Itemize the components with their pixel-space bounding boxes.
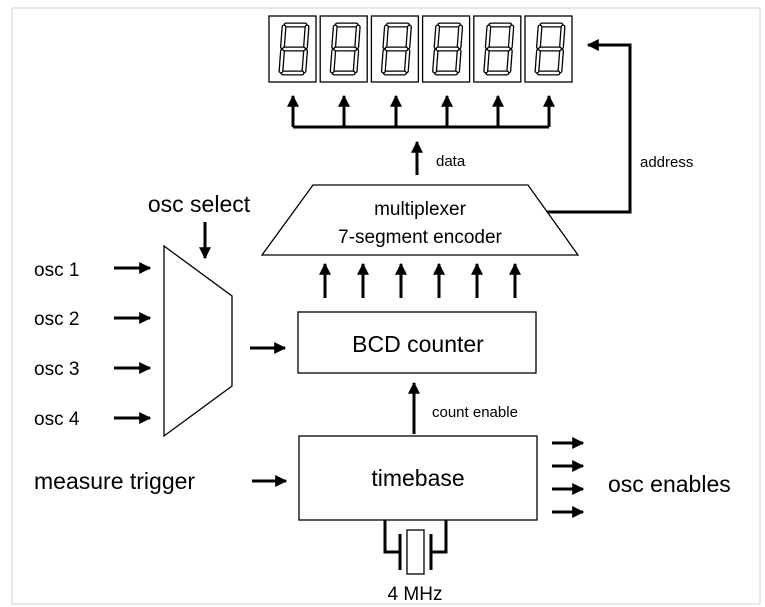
data-bus: data [287,94,555,175]
crystal-body [406,529,425,575]
segment-c-inner [405,49,410,73]
segment-f-inner [434,25,439,49]
osc-3-label: osc 3 [34,359,79,380]
segment-c-inner [354,49,358,73]
segment-c-inner [558,49,563,73]
data-label: data [436,153,466,170]
segment-f-inner [383,25,388,49]
digit-6 [524,15,573,83]
oscillator-inputs: osc 1 osc 2 osc 3 osc 4 [34,260,152,430]
timebase-label: timebase [371,465,464,491]
segment-f-inner [486,25,490,49]
address-line [546,39,632,214]
multiplexer-shape [260,184,580,256]
segment-e-inner [382,49,387,73]
bcd-counter-block: BCD counter [297,311,537,374]
osc-enable-outputs: osc enables [552,437,731,518]
bcd-counter-box [297,311,537,374]
multiplexer-block: multiplexer 7-segment encoder [260,184,580,256]
segment-b-inner [560,25,565,49]
segment-b-inner [355,25,360,49]
segment-c-inner [302,49,307,73]
osc-select-label: osc select [148,191,251,217]
multiplexer-label: multiplexer [374,199,467,220]
crystal-lead-left [383,520,400,554]
counter-outputs [319,262,521,298]
segment-e-inner [433,49,438,73]
osc-2-label: osc 2 [34,309,79,330]
timebase-block: timebase measure trigger [34,435,538,521]
segment-e-inner [484,49,489,73]
osc-enables-label: osc enables [608,471,731,497]
timebase-box [298,435,538,521]
segment-f-inner [332,25,337,49]
seven-segment-display [268,15,573,83]
digit-2 [319,15,368,83]
osc-4-label: osc 4 [34,409,80,430]
segment-b-inner [304,25,309,49]
encoder-label: 7-segment encoder [338,227,502,248]
segment-b-inner [457,25,462,49]
digit-5 [473,15,522,83]
crystal-lead-right [431,520,448,554]
segment-c-inner [507,49,512,73]
osc-mux-shape [163,244,233,438]
address-path: address [546,39,693,214]
count-enable-label: count enable [432,404,518,421]
count-enable-path: count enable [408,381,518,434]
segment-e-inner [535,49,540,73]
segment-e-inner [331,49,335,73]
digit-4 [421,15,471,83]
oscillator-selector: osc select [148,191,287,438]
measure-trigger-label: measure trigger [34,468,195,494]
figure-frame [11,7,761,605]
address-label: address [640,154,693,171]
segment-b-inner [406,25,411,49]
crystal-frequency-label: 4 MHz [388,584,443,605]
digit-3 [370,15,420,83]
segment-f-inner [281,25,286,49]
segment-b-inner [509,25,513,49]
crystal-oscillator: 4 MHz [383,520,448,605]
osc-1-label: osc 1 [34,260,79,281]
segment-c-inner [456,49,461,73]
digit-1 [268,15,317,83]
bcd-counter-label: BCD counter [352,331,484,357]
segment-e-inner [279,49,284,73]
segment-f-inner [537,25,542,49]
